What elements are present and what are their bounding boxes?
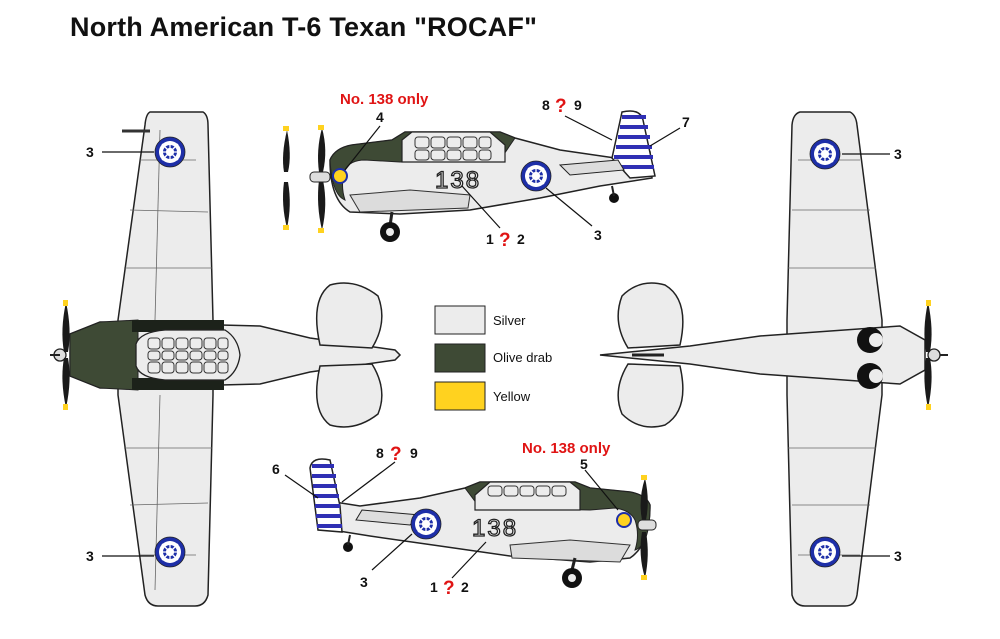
callout-number: 3 <box>894 548 902 564</box>
callout-number: 3 <box>594 227 602 243</box>
callout-question: ? <box>390 444 402 465</box>
swatch-silver <box>434 305 486 335</box>
callout-question: ? <box>555 96 567 117</box>
callout-number: 8 <box>376 445 384 461</box>
lower-serial: 138 <box>472 515 518 542</box>
callout-question: ? <box>443 578 455 599</box>
callout-number: 3 <box>360 574 368 590</box>
note-number-138: No. 138 only <box>340 91 429 108</box>
callout-number: 2 <box>461 579 469 595</box>
legend-label: Olive drab <box>493 350 552 365</box>
callout-question: ? <box>499 230 511 251</box>
lower-side-view: 138 <box>309 458 657 588</box>
callout-number: 7 <box>682 114 690 130</box>
color-legend: Silver Olive drab Yellow <box>434 305 552 411</box>
note-number-138: No. 138 only <box>522 440 611 457</box>
callout-number: 1 <box>486 231 494 247</box>
swatch-yellow <box>434 381 486 411</box>
callout-number: 4 <box>376 109 384 125</box>
callout-number: 3 <box>86 548 94 564</box>
callouts: 3 3 3 3 No. 138 only 4 7 8 ? 9 1 ? 2 3 6… <box>86 91 902 599</box>
legend-label: Silver <box>493 313 526 328</box>
callout-number: 9 <box>574 97 582 113</box>
callout-number: 8 <box>542 97 550 113</box>
callout-number: 3 <box>894 146 902 162</box>
page-title: North American T-6 Texan "ROCAF" <box>70 12 538 42</box>
bottom-view <box>599 111 948 607</box>
legend-label: Yellow <box>493 389 531 404</box>
upper-side-view: 138 <box>283 110 656 242</box>
callout-number: 9 <box>410 445 418 461</box>
callout-number: 2 <box>517 231 525 247</box>
upper-serial: 138 <box>435 167 481 194</box>
top-view <box>50 111 402 607</box>
callout-number: 5 <box>580 456 588 472</box>
swatch-olive <box>434 343 486 373</box>
leader-lines <box>102 115 890 579</box>
callout-number: 1 <box>430 579 438 595</box>
callout-number: 6 <box>272 461 280 477</box>
callout-number: 3 <box>86 144 94 160</box>
